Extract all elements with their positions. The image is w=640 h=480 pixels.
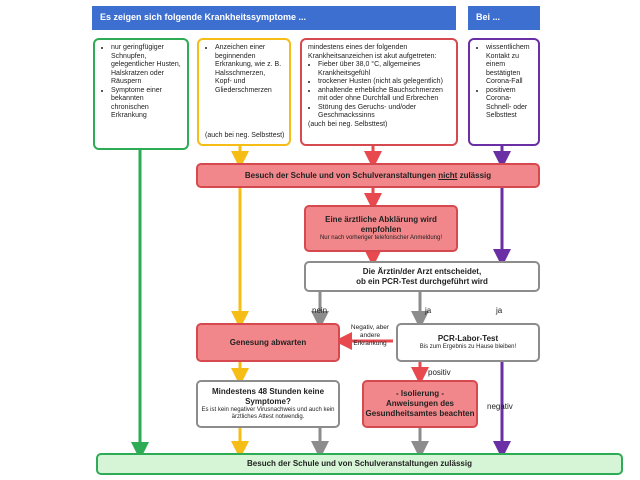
decision-line1: Die Ärztin/der Arzt entscheidet,	[362, 266, 482, 276]
symptom-green-item: Symptome einer bekannten chronischen Erk…	[111, 87, 181, 121]
symptoms-red-box: mindestens eines der folgenden Krankheit…	[300, 38, 458, 146]
symptoms-green-box: nur geringfügiger Schnupfen, gelegentlic…	[93, 38, 189, 150]
recovery-box: Genesung abwarten	[196, 323, 340, 362]
pcr-box: PCR-Labor-Test Bis zum Ergebnis zu Hause…	[396, 323, 540, 362]
school-ok-text: Besuch der Schule und von Schulveranstal…	[247, 459, 472, 468]
symptom-red-item: anhaltende erhebliche Bauchschmerzen mit…	[318, 87, 450, 104]
pcr-sub: Bis zum Ergebnis zu Hause bleiben!	[419, 344, 517, 350]
doctor-sub: Nur nach vorheriger telefonischer Anmeld…	[319, 235, 443, 241]
hours48-box: Mindestens 48 Stunden keine Symptome? Es…	[196, 380, 340, 428]
symptom-purple-item: wissentlichem Kontakt zu einem bestätigt…	[486, 44, 532, 87]
school-ok-box: Besuch der Schule und von Schulveranstal…	[96, 453, 623, 475]
no-school-box: Besuch der Schule und von Schulveranstal…	[196, 163, 540, 188]
isolation-title: - Isolierung -	[396, 389, 444, 398]
no-school-underline: nicht	[438, 170, 458, 180]
symptom-red-note: (auch bei neg. Selbsttest)	[308, 120, 388, 128]
header-bei: Bei ...	[468, 6, 540, 30]
label-positiv: positiv	[428, 368, 451, 377]
hours48-sub: Es ist kein negativer Virusnachweis und …	[201, 407, 335, 420]
no-school-text: Besuch der Schule und von Schulveranstal…	[245, 171, 491, 181]
decision-box: Die Ärztin/der Arzt entscheidet, ob ein …	[304, 261, 540, 292]
label-ja-1: ja	[425, 306, 432, 315]
symptom-red-item: Störung des Geruchs- und/oder Geschmacks…	[318, 104, 450, 121]
symptom-red-item: trockener Husten (nicht als gelegentlich…	[318, 78, 450, 87]
isolation-line3: Gesundheitsamtes beachten	[365, 409, 475, 418]
label-negativ: negativ	[487, 402, 513, 411]
symptom-red-item: Fieber über 38,0 °C, allgemeines Krankhe…	[318, 61, 450, 78]
symptoms-yellow-box: Anzeichen einer beginnenden Erkrankung, …	[197, 38, 291, 146]
doctor-box: Eine ärztliche Abklärung wird empfohlen …	[304, 205, 458, 252]
symptom-red-intro: mindestens eines der folgenden Krankheit…	[308, 44, 437, 60]
label-negativ-andere: Negativ, aber andere Erkrankung	[350, 324, 390, 347]
pcr-title: PCR-Labor-Test	[437, 334, 499, 343]
hours48-title: Mindestens 48 Stunden keine Symptome?	[211, 387, 325, 406]
label-nein: nein	[312, 306, 328, 315]
no-school-post: zulässig	[457, 170, 492, 180]
symptoms-purple-box: wissentlichem Kontakt zu einem bestätigt…	[468, 38, 540, 146]
symptom-purple-item: positivem Corona-Schnell- oder Selbsttes…	[486, 87, 532, 121]
isolation-box: - Isolierung - Anweisungen des Gesundhei…	[362, 380, 478, 428]
symptom-green-item: nur geringfügiger Schnupfen, gelegentlic…	[111, 44, 181, 87]
isolation-line2: Anweisungen des	[385, 399, 454, 408]
no-school-pre: Besuch der Schule und von Schulveranstal…	[244, 170, 439, 180]
symptom-yellow-item: Anzeichen einer beginnenden Erkrankung, …	[215, 44, 283, 95]
header-title: Es zeigen sich folgende Krankheitssympto…	[92, 6, 456, 30]
recovery-text: Genesung abwarten	[229, 337, 307, 347]
doctor-title: Eine ärztliche Abklärung wird empfohlen	[325, 215, 437, 234]
symptom-yellow-note: (auch bei neg. Selbsttest)	[205, 131, 285, 139]
decision-line2: ob ein PCR-Test durchgeführt wird	[356, 276, 488, 286]
label-ja-2: ja	[496, 306, 503, 315]
